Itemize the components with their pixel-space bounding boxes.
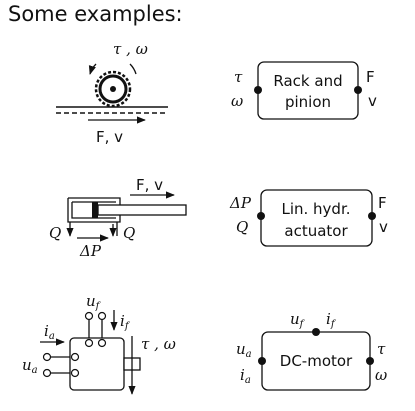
right-flow-label: v [379, 218, 388, 236]
rod-force-label: F, v [136, 176, 163, 194]
left-effort-label: τ [234, 68, 243, 86]
field-current-label: if [120, 312, 131, 332]
right-port [366, 357, 374, 365]
field-terminal-icon [97, 338, 107, 348]
piston [92, 202, 98, 218]
block-label-line1: Lin. hydr. [281, 200, 350, 218]
left-current-label: ia [240, 366, 251, 386]
left-port [257, 212, 265, 220]
pinion-torque-label: τ , ω [113, 40, 148, 58]
right-effort-label: F [378, 194, 387, 212]
left-flow-label: Q [49, 224, 61, 242]
armature-terminal-icon [42, 352, 52, 362]
rotation-arrow-icon [88, 63, 97, 75]
armature-current-label: ia [44, 322, 55, 342]
left-flow-label: ω [231, 92, 243, 110]
block-label-line2: actuator [284, 222, 348, 240]
rotation-arc [129, 63, 137, 75]
shaft-torque-label: τ , ω [141, 335, 176, 353]
cylinder-inner-body [71, 202, 116, 219]
dc-motor-sketch: uf if ia ua τ , ω [22, 292, 176, 395]
pressure-label: ΔP [79, 242, 102, 260]
hydraulic-actuator-block: Lin. hydr. actuator ΔP Q F v [229, 189, 388, 247]
dc-motor-block: DC-motor uf if ua ia τ ω [236, 310, 387, 391]
left-effort-label: ΔP [229, 194, 252, 212]
block-label: DC-motor [280, 352, 353, 370]
field-voltage-label: uf [86, 292, 102, 312]
left-port [258, 357, 266, 365]
left-flow-label: Q [236, 218, 248, 236]
rack-force-label: F, v [96, 128, 123, 146]
right-speed-label: ω [375, 366, 387, 384]
hydraulic-actuator-sketch: F, v Q Q ΔP [49, 176, 187, 260]
armature-terminal-icon [70, 368, 80, 378]
field-terminal-icon [97, 311, 107, 321]
top-port [312, 328, 320, 336]
field-terminal-icon [84, 311, 94, 321]
left-voltage-label: ua [236, 340, 252, 360]
piston-rod [97, 204, 187, 216]
block-label-line2: pinion [285, 93, 331, 111]
right-torque-label: τ [377, 340, 386, 358]
rack-pinion-block: Rack and pinion τ ω F v [231, 61, 377, 120]
right-port [354, 86, 362, 94]
pinion-gear-icon [94, 70, 132, 108]
right-flow-label: Q [123, 224, 135, 242]
cylinder-outer-top [68, 197, 121, 205]
rack-pinion-sketch: τ , ω F, v [56, 40, 168, 146]
block-label-line1: Rack and [273, 72, 342, 90]
cylinder-outer-body [67, 198, 121, 223]
page-title: Some examples: [8, 2, 183, 26]
armature-terminal-icon [70, 352, 80, 362]
armature-terminal-icon [42, 368, 52, 378]
right-flow-label: v [368, 92, 377, 110]
top-voltage-label: uf [290, 310, 306, 330]
left-port [254, 86, 262, 94]
motor-body [69, 337, 125, 391]
armature-voltage-label: ua [22, 356, 38, 376]
right-effort-label: F [366, 68, 375, 86]
top-current-label: if [326, 310, 337, 330]
field-terminal-icon [84, 338, 94, 348]
right-port [368, 212, 376, 220]
